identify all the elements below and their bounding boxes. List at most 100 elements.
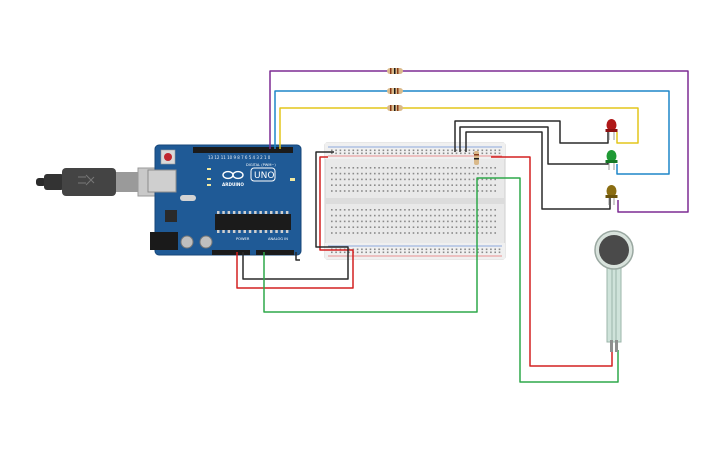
breadboard-hole [464, 190, 466, 192]
breadboard-hole [421, 190, 423, 192]
breadboard-hole [434, 226, 436, 228]
breadboard-hole [490, 184, 492, 186]
breadboard-hole [365, 248, 367, 251]
wire-black-1[interactable] [454, 120, 609, 152]
breadboard-hole [352, 226, 355, 228]
breadboard-hole [438, 220, 441, 223]
breadboard-hole [451, 214, 453, 217]
breadboard-hole [378, 226, 380, 228]
breadboard-hole [417, 209, 419, 211]
breadboard-hole [374, 248, 376, 251]
breadboard-hole [485, 178, 488, 181]
breadboard-hole [382, 209, 385, 211]
breadboard-icon[interactable] [324, 142, 506, 260]
breadboard-hole [451, 149, 453, 152]
led-icon[interactable] [605, 185, 618, 205]
breadboard-hole [404, 209, 406, 211]
breadboard-hole [498, 149, 501, 152]
resistor-icon[interactable] [387, 105, 403, 111]
breadboard-hole [472, 248, 475, 251]
breadboard-hole [331, 220, 333, 223]
breadboard-hole [464, 172, 466, 175]
breadboard-hole [485, 251, 488, 254]
breadboard-hole [404, 232, 406, 234]
wire-blue[interactable] [274, 90, 670, 175]
breadboard-hole [429, 184, 432, 186]
breadboard-hole [386, 214, 389, 217]
resistor-icon[interactable] [474, 151, 479, 165]
breadboard-hole [412, 184, 415, 186]
breadboard-hole [429, 190, 432, 192]
breadboard-hole [391, 232, 393, 234]
breadboard-hole [438, 209, 441, 211]
breadboard-hole [343, 190, 346, 192]
wire-black-gnd-2[interactable] [295, 252, 300, 261]
wire-purple[interactable] [269, 70, 689, 213]
breadboard-hole [468, 232, 471, 234]
chip-pin [264, 211, 268, 214]
breadboard-hole [425, 226, 428, 228]
breadboard-hole [477, 220, 479, 223]
wire-red-power[interactable] [491, 156, 613, 367]
breadboard-hole [339, 178, 342, 181]
breadboard-hole [417, 190, 419, 192]
breadboard-hole [494, 226, 496, 228]
breadboard-hole [374, 167, 376, 169]
chip-pin [217, 211, 220, 214]
breadboard-hole [455, 251, 458, 254]
model-text: UNO [254, 171, 274, 181]
breadboard-hole [365, 214, 367, 217]
chip-pin [243, 230, 246, 233]
force-sensor-icon[interactable] [594, 230, 634, 352]
breadboard-hole [477, 251, 479, 254]
breadboard-hole [386, 251, 389, 254]
breadboard-hole [391, 251, 393, 254]
breadboard-hole [464, 214, 466, 217]
breadboard-hole [421, 232, 423, 234]
chip-pin [227, 230, 231, 233]
led-icon[interactable] [605, 119, 618, 140]
breadboard-hole [417, 232, 419, 234]
breadboard-hole [348, 172, 350, 175]
breadboard-hole [335, 149, 337, 152]
breadboard-hole [447, 226, 449, 228]
breadboard-hole [429, 232, 432, 234]
breadboard-hole [343, 209, 346, 211]
wire-red-5v[interactable] [236, 156, 354, 289]
arduino-board[interactable]: 13 12 11 10 9 8 7 6 5 4 3 2 1 0 DIGITAL … [147, 144, 302, 256]
chip-pin [227, 211, 231, 214]
led-icon[interactable] [605, 150, 618, 170]
resistor-icon[interactable] [387, 68, 403, 74]
breadboard-hole [369, 209, 372, 211]
breadboard-hole [460, 226, 462, 228]
breadboard-hole [339, 172, 342, 175]
wire-yellow[interactable] [279, 107, 639, 149]
breadboard-hole [468, 172, 471, 175]
resistor-icon[interactable] [387, 88, 403, 94]
breadboard-hole [494, 178, 496, 181]
wire-green-sensor[interactable] [481, 177, 619, 383]
breadboard-hole [412, 172, 415, 175]
breadboard-hole [438, 152, 441, 155]
breadboard-hole [348, 251, 350, 254]
breadboard-hole [434, 152, 436, 155]
breadboard-hole [490, 251, 492, 254]
breadboard-hole [447, 220, 449, 223]
breadboard-hole [494, 220, 496, 223]
breadboard-hole [434, 248, 436, 251]
breadboard-hole [447, 248, 449, 251]
breadboard-hole [399, 152, 402, 155]
breadboard-hole [378, 184, 380, 186]
breadboard-hole [434, 251, 436, 254]
breadboard-hole [369, 214, 372, 217]
breadboard-hole [361, 178, 363, 181]
wire-black-2[interactable] [459, 126, 609, 165]
breadboard-hole [417, 172, 419, 175]
wire-green-analog[interactable] [263, 177, 481, 313]
wire-black-3[interactable] [465, 131, 611, 210]
breadboard-hole [417, 149, 419, 152]
breadboard-hole [494, 167, 496, 169]
breadboard-hole [343, 178, 346, 181]
wire-black-gnd[interactable] [242, 151, 349, 280]
